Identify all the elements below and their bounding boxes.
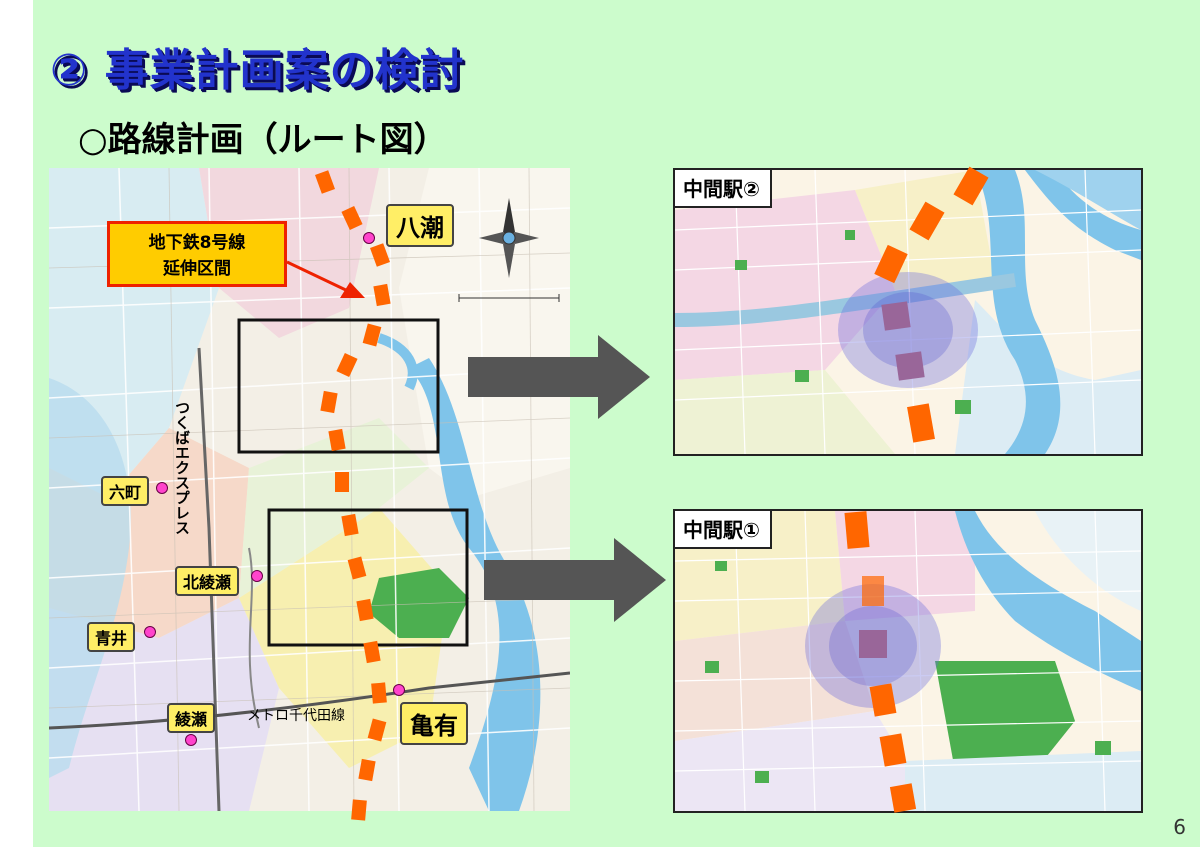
left-margin-bar <box>0 0 34 847</box>
station-dot-ayase <box>185 734 197 746</box>
inset-map-intermediate-station-2: 中間駅② <box>673 168 1143 456</box>
station-label-aoi: 青井 <box>87 622 136 652</box>
inset-label-upper: 中間駅② <box>675 170 772 208</box>
chiyoda-line-label: メトロ千代田線 <box>247 708 345 724</box>
tsukuba-express-label: つくばエクスプレス <box>173 400 191 535</box>
station-dot-aoi <box>144 626 156 638</box>
page-number: 6 <box>1173 815 1186 839</box>
station-label-rokucho: 六町 <box>101 476 150 506</box>
callout-line-2: 延伸区間 <box>163 259 231 279</box>
station-dot-yashio <box>363 232 375 244</box>
station-label-kameari: 亀有 <box>400 702 468 745</box>
station-dot-kameari <box>393 684 405 696</box>
extension-section-callout: 地下鉄8号線 延伸区間 <box>107 221 287 287</box>
station-label-ayase: 綾瀬 <box>167 703 216 733</box>
inset-label-lower: 中間駅① <box>675 511 772 549</box>
station-label-yashio: 八潮 <box>386 204 454 247</box>
inset-2-graphic <box>675 170 1141 454</box>
slide-title: ② 事業計画案の検討 <box>50 45 465 96</box>
station-label-kitaayase: 北綾瀬 <box>175 566 240 596</box>
callout-line-1: 地下鉄8号線 <box>148 233 246 253</box>
slide-subtitle: ○路線計画（ルート図） <box>78 120 448 160</box>
inset-map-intermediate-station-1: 中間駅① <box>673 509 1143 813</box>
station-dot-rokucho <box>156 482 168 494</box>
inset-1-graphic <box>675 511 1141 811</box>
station-dot-kitaayase <box>251 570 263 582</box>
